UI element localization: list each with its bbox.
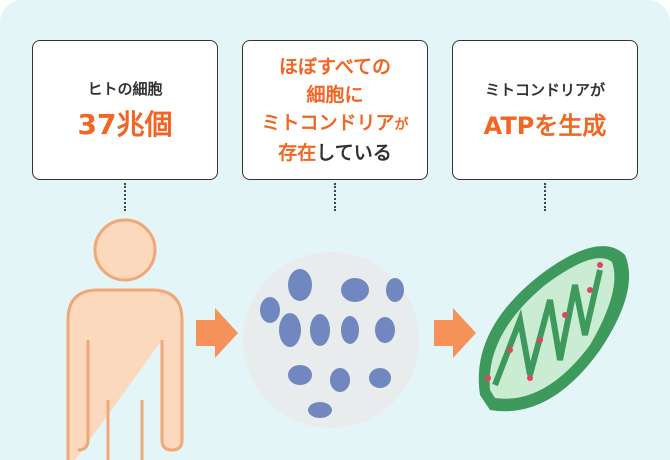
arrow-right-icon [434, 308, 476, 358]
callout-mitochondria-present: ほぼすべての 細胞に ミトコンドリアが 存在している [242, 40, 428, 180]
mitochondria-illustration [478, 246, 630, 412]
callout-human-cells: ヒトの細胞 37兆個 [32, 40, 218, 180]
box2-line4b: している [316, 142, 392, 164]
box1-line2: 37兆個 [77, 107, 173, 141]
cell-micrograph [243, 252, 419, 428]
box1-line1: ヒトの細胞 [87, 79, 163, 98]
box2-line1: ほぼすべての [279, 56, 391, 78]
dotted-connector [124, 183, 126, 211]
box3-line1: ミトコンドリアが [484, 81, 605, 99]
dotted-connector [544, 183, 546, 211]
box2-line3b: が [394, 117, 409, 133]
dotted-connector [334, 183, 336, 211]
callout-atp: ミトコンドリアが ATPを生成 [452, 40, 638, 180]
box2-line2: 細胞に [306, 84, 364, 106]
box2-line3a: ミトコンドリア [261, 112, 395, 134]
human-figure [66, 218, 184, 460]
box3-line2: ATPを生成 [483, 112, 607, 140]
box2-line4a: 存在 [278, 142, 317, 164]
arrow-right-icon [196, 308, 238, 358]
